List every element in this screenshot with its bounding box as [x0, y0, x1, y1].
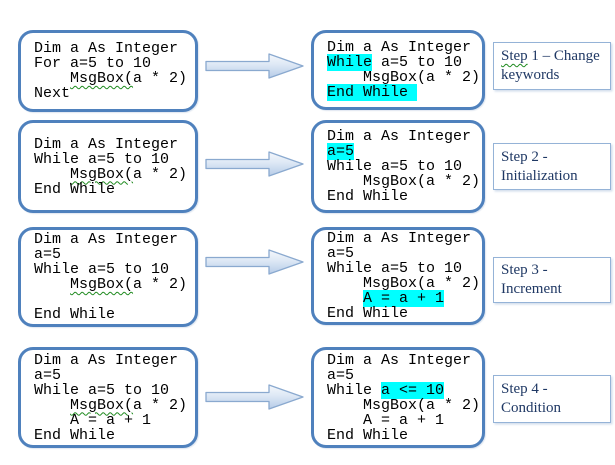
code-before: Dim a As Integer For a=5 to 10 MsgBox(a …: [34, 40, 188, 102]
right-arrow-icon: [205, 53, 304, 79]
code-after: Dim a As Integer While a=5 to 10 MsgBox(…: [327, 39, 481, 101]
code-box-before: Dim a As Integer a=5 While a=5 to 10 Msg…: [18, 347, 198, 448]
code-box-after: Dim a As Integer a=5 While a=5 to 10 Msg…: [311, 227, 485, 325]
code-before: Dim a As Integer While a=5 to 10 MsgBox(…: [34, 135, 188, 198]
code-after: Dim a As Integer a=5 While a=5 to 10 Msg…: [327, 230, 481, 322]
code-box-after: Dim a As Integer a=5 While a=5 to 10 Msg…: [311, 120, 485, 213]
step-label-text: Step 1 – Change keywords: [501, 48, 600, 83]
code-before: Dim a As Integer a=5 While a=5 to 10 Msg…: [34, 351, 188, 444]
code-before: Dim a As Integer a=5 While a=5 to 10 Msg…: [34, 231, 188, 323]
right-arrow-icon: [205, 151, 304, 177]
right-arrow-icon: [205, 249, 304, 275]
step-label: Step 4 - Condition: [493, 375, 611, 423]
code-after: Dim a As Integer a=5 While a <= 10 MsgBo…: [327, 351, 481, 444]
step-label-text: Step 2 - Initialization: [501, 148, 578, 184]
step-label-text: Step 4 - Condition: [501, 381, 562, 416]
code-box-after: Dim a As Integer While a=5 to 10 MsgBox(…: [311, 30, 485, 110]
code-box-after: Dim a As Integer a=5 While a <= 10 MsgBo…: [311, 347, 485, 448]
code-after: Dim a As Integer a=5 While a=5 to 10 Msg…: [327, 128, 481, 205]
step-label-text: Step 3 - Increment: [501, 262, 562, 297]
step-label: Step 1 – Change keywords: [493, 42, 611, 90]
step-label: Step 2 - Initialization: [493, 143, 611, 190]
code-box-before: Dim a As Integer a=5 While a=5 to 10 Msg…: [18, 227, 198, 327]
code-box-before: Dim a As Integer While a=5 to 10 MsgBox(…: [18, 120, 198, 213]
code-box-before: Dim a As Integer For a=5 to 10 MsgBox(a …: [18, 30, 198, 112]
step-label: Step 3 - Increment: [493, 257, 611, 303]
right-arrow-icon: [205, 384, 304, 410]
